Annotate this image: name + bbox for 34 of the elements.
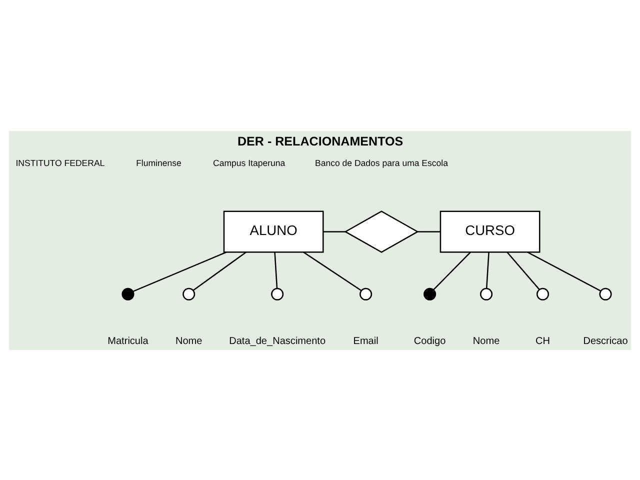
node-label: Codigo [414, 336, 446, 347]
node-label: CH [536, 336, 550, 347]
node-label: Data_de_Nascimento [229, 336, 326, 347]
node-box: CURSO [440, 210, 540, 252]
connector [506, 251, 540, 290]
label: INSTITUTO FEDERAL [16, 157, 105, 168]
node-dot [122, 287, 134, 300]
node-label: Matricula [108, 336, 148, 347]
node-box: ALUNO [223, 210, 324, 252]
connector [486, 252, 490, 288]
node-label: Descricao [583, 336, 628, 347]
connector [418, 230, 440, 232]
node-circle [360, 287, 372, 300]
connector [132, 251, 227, 292]
diagram-title: DER - RELACIONAMENTOS [237, 134, 404, 148]
connector [323, 230, 346, 232]
node-diamond [344, 210, 419, 252]
node-label: Nome [175, 336, 202, 347]
node-circle [480, 287, 493, 300]
node-circle [182, 287, 196, 300]
connector [193, 251, 246, 290]
node-dot [424, 287, 436, 300]
connector [303, 251, 362, 290]
label: Campus Itaperuna [213, 157, 286, 168]
label: Fluminense [136, 157, 182, 168]
node-label: Nome [472, 336, 500, 347]
connector [433, 251, 471, 290]
node-circle [599, 287, 612, 300]
node-label: Email [353, 336, 378, 347]
connector [527, 251, 601, 291]
connector [274, 252, 278, 288]
node-circle [536, 287, 550, 300]
node-circle [271, 287, 284, 300]
label: Banco de Dados para uma Escola [314, 157, 448, 168]
